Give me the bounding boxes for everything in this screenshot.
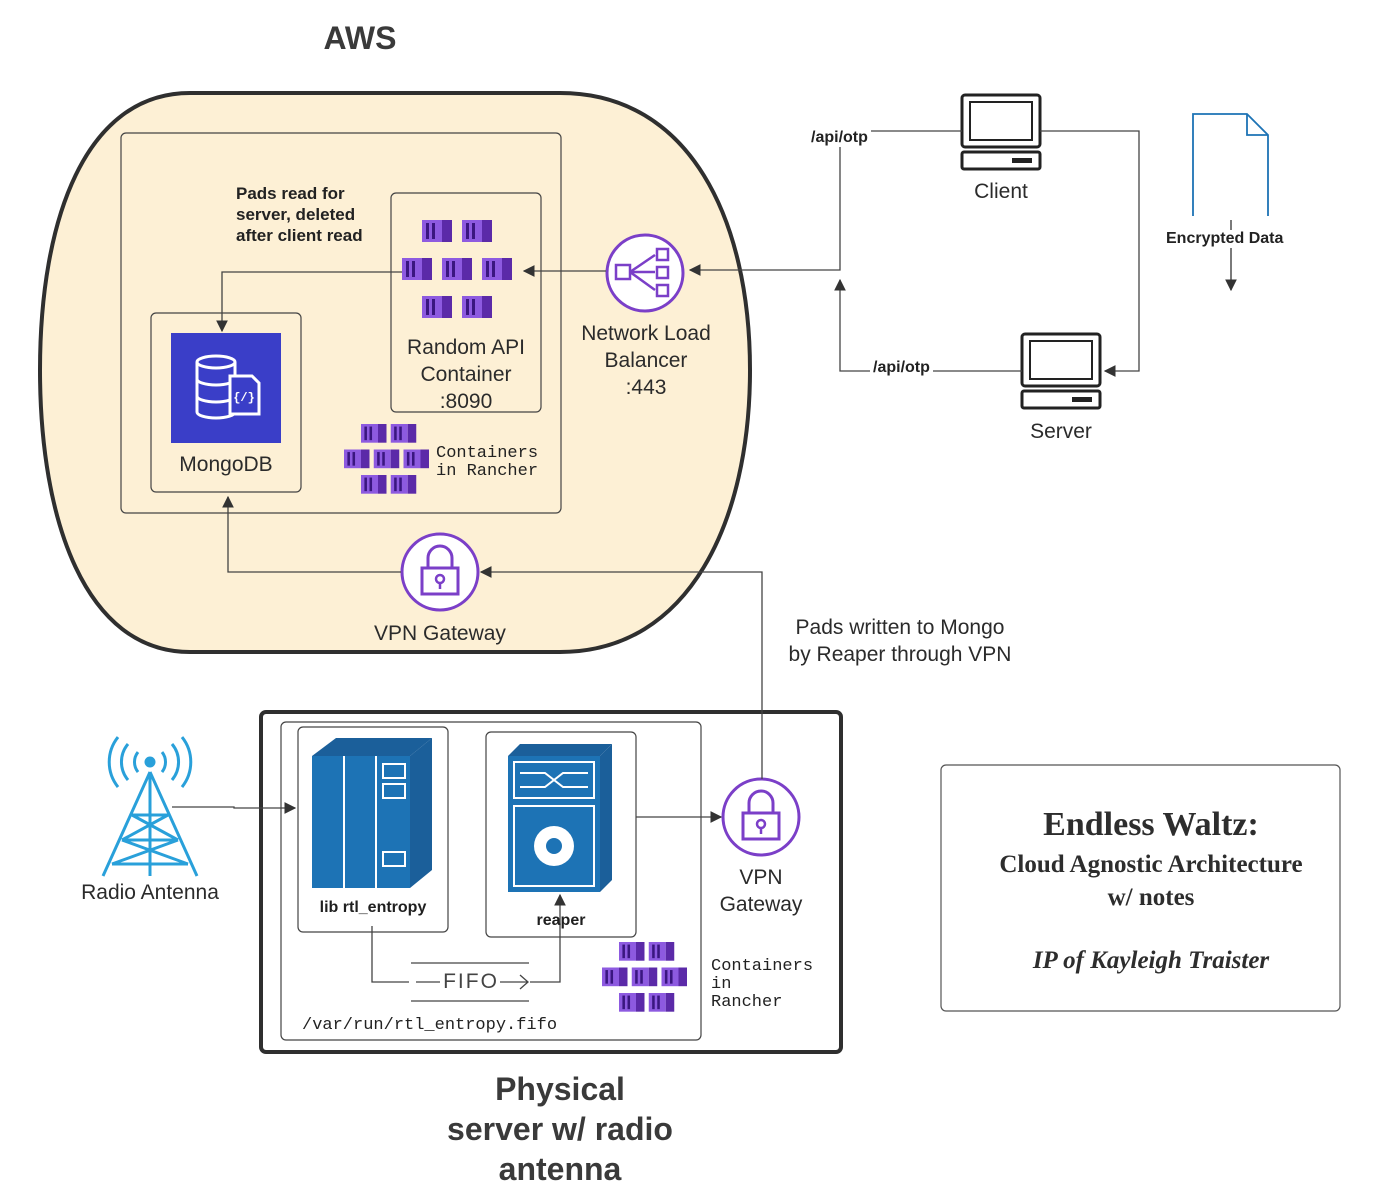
physical-rancher-box (280, 721, 702, 1041)
client-computer-icon (960, 93, 1042, 171)
vpn-aws-label: VPN Gateway (374, 622, 506, 645)
server-to-nlb-line (834, 278, 1022, 372)
encrypted-document-icon (1192, 113, 1269, 216)
mongodb-box (150, 312, 302, 493)
reaper-label: reaper (536, 912, 586, 929)
client-to-server-line (1040, 130, 1140, 377)
fifo-path-label: /var/run/rtl_entropy.fifo (302, 1016, 558, 1035)
info-subtitle-2: w/ notes (1107, 884, 1195, 911)
info-box (940, 764, 1341, 1012)
vpn-to-mongo-line (222, 495, 401, 573)
fifo-to-reaper-line (530, 893, 566, 983)
vpn-gateway-phys-icon (721, 777, 801, 857)
load-balancer-icon (605, 233, 685, 313)
rancher-containers-phys-icon (602, 942, 687, 1012)
aws-title: AWS (323, 20, 397, 56)
reaper-box (485, 731, 637, 938)
fifo-label: FIFO (443, 970, 499, 993)
radio-antenna-icon (101, 736, 199, 877)
reaper-device-icon (508, 744, 612, 892)
physical-server-box (259, 710, 843, 1054)
vpn-gateway-aws-icon (400, 532, 480, 612)
aws-rancher-box (120, 132, 562, 514)
radio-antenna-label: Radio Antenna (81, 881, 219, 904)
client-label: Client (974, 180, 1028, 203)
rtl-box (297, 726, 449, 933)
mongodb-icon: {/} (171, 333, 281, 443)
random-api-box (390, 192, 542, 413)
rtl-entropy-label: lib rtl_entropy (319, 899, 427, 916)
vpn-phys-to-vpn-aws-line (479, 566, 763, 779)
svg-text:{/}: {/} (233, 391, 255, 405)
rack-server-icon (312, 738, 432, 888)
fifo-pipe-icon (411, 962, 529, 1002)
api-otp-top-label: /api/otp (808, 129, 871, 147)
mongodb-label: MongoDB (179, 453, 273, 476)
server-label: Server (1030, 420, 1092, 443)
info-title: Endless Waltz: (1043, 806, 1259, 843)
rtl-to-fifo-line (371, 926, 409, 983)
antenna-to-rtl-line (172, 802, 297, 814)
info-subtitle-1: Cloud Agnostic Architecture (999, 851, 1303, 878)
client-to-nlb-line (688, 130, 962, 276)
encrypted-data-label: Encrypted Data (1163, 230, 1287, 248)
aws-cloud-shape (37, 91, 753, 654)
info-author: IP of Kayleigh Traister (1032, 947, 1270, 974)
server-computer-icon (1020, 332, 1102, 410)
api-to-mongo-line (216, 271, 402, 333)
api-otp-bottom-label: /api/otp (870, 359, 933, 377)
